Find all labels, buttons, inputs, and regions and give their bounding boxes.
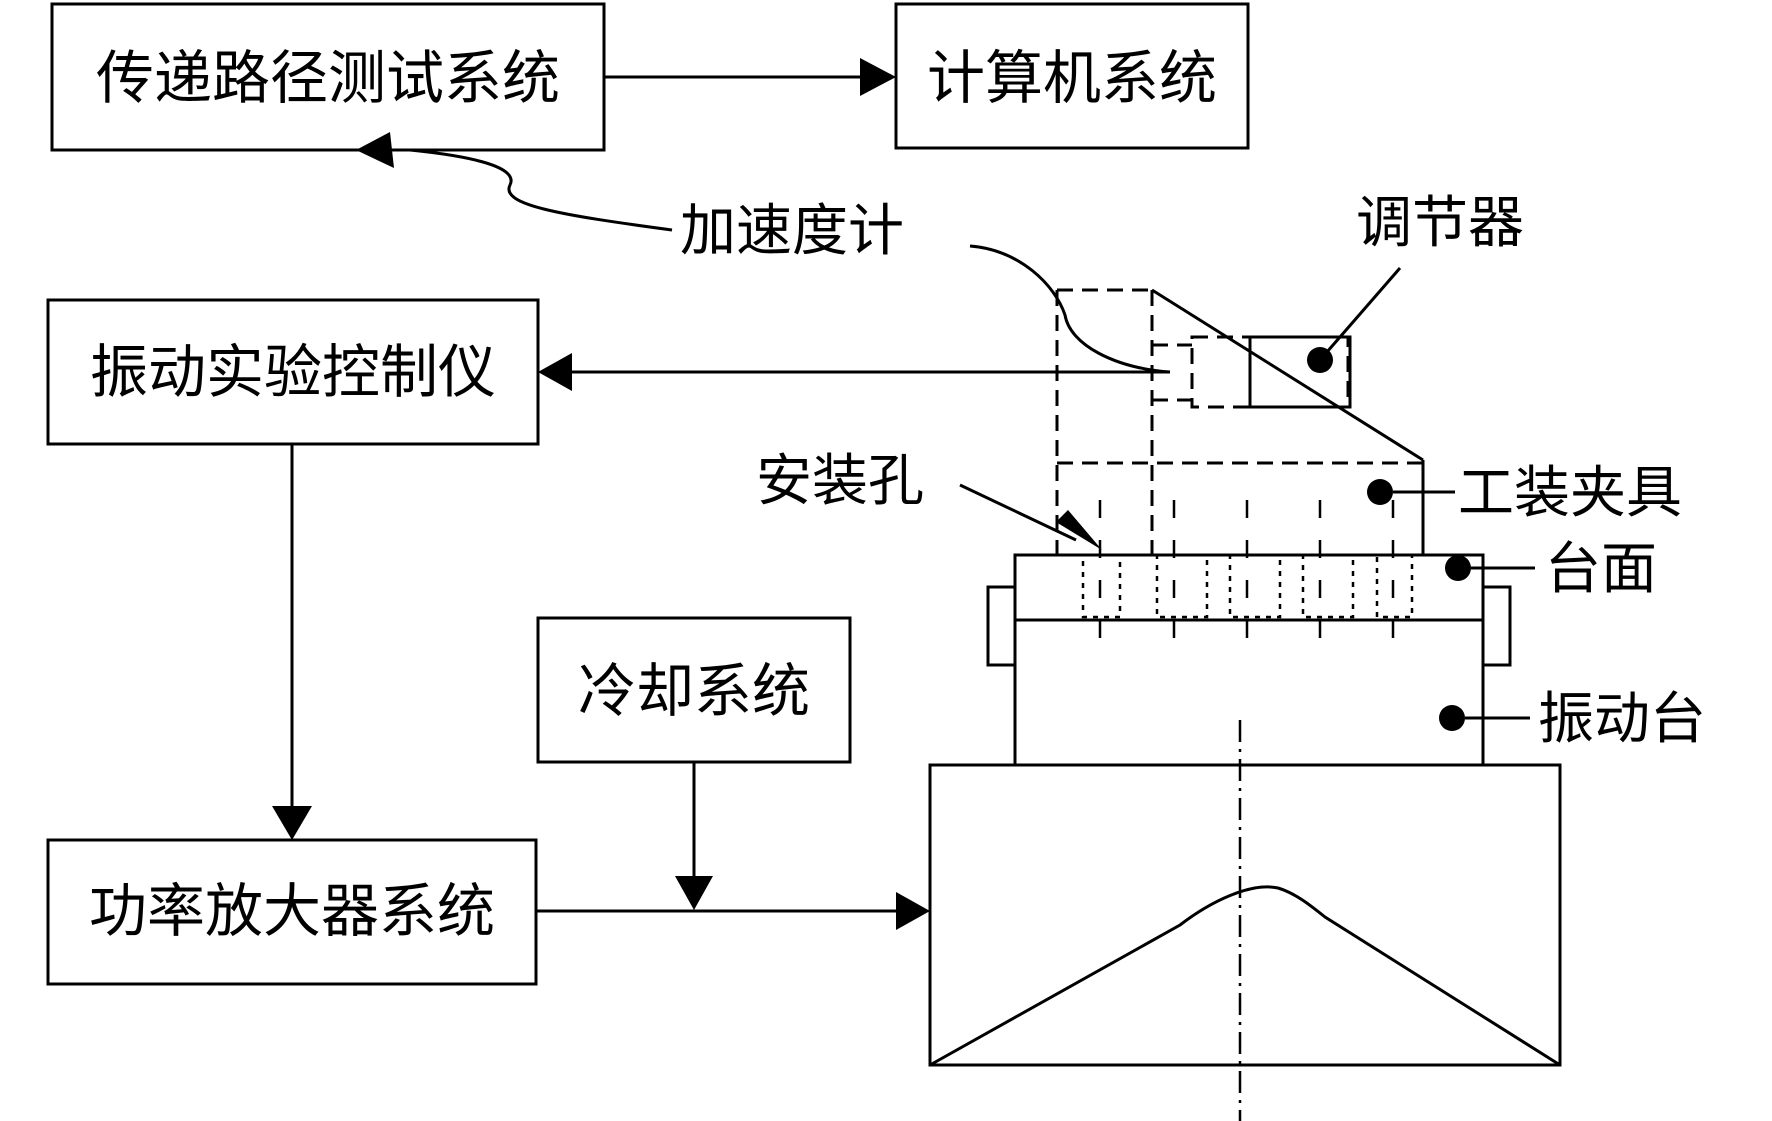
transfer-path-test-box: 传递路径测试系统	[50, 2, 606, 152]
table-top-label: 台面	[1545, 537, 1657, 602]
vibration-controller-box: 振动实验控制仪	[46, 298, 540, 446]
arrow-controller-to-amplifier	[272, 444, 312, 840]
shaker-table	[986, 553, 1535, 767]
power-amplifier-label: 功率放大器系统	[89, 877, 495, 945]
fixture-dot-leader	[1367, 479, 1455, 505]
shaker-dot	[1439, 705, 1465, 731]
shaker-base	[928, 763, 1562, 1067]
mounting-hole-label: 安装孔	[756, 449, 924, 514]
mounting-hole-pointer	[959, 483, 1102, 550]
computer-system-label: 计算机系统	[927, 44, 1217, 112]
regulator-label: 调节器	[1356, 191, 1524, 256]
arrow-cooling-down	[675, 762, 713, 910]
regulator-box	[1248, 335, 1352, 409]
cooling-system-box: 冷却系统	[536, 616, 852, 764]
transfer-path-test-label: 传递路径测试系统	[96, 44, 560, 112]
vibration-controller-label: 振动实验控制仪	[90, 338, 496, 406]
arrow-amplifier-to-base	[536, 892, 930, 930]
fixture-label: 工装夹具	[1458, 461, 1682, 526]
mounting-holes	[1081, 500, 1414, 660]
cooling-system-label: 冷却系统	[578, 657, 810, 725]
accelerometer-leader	[969, 244, 1171, 374]
arrow-accelerometer-to-controller	[538, 353, 1170, 391]
fixture-solid-edge	[1151, 288, 1425, 555]
computer-system-box: 计算机系统	[894, 2, 1250, 150]
accelerometer-label: 加速度计	[680, 199, 904, 264]
power-amplifier-box: 功率放大器系统	[46, 838, 538, 986]
arrow-test-to-computer	[604, 58, 896, 96]
shaker-label: 振动台	[1538, 687, 1706, 752]
regulator-leader	[1318, 267, 1402, 361]
table-top-dot	[1445, 555, 1471, 581]
fixture-outline	[1055, 288, 1423, 555]
arrow-accelerometer-to-test-system	[356, 132, 673, 232]
